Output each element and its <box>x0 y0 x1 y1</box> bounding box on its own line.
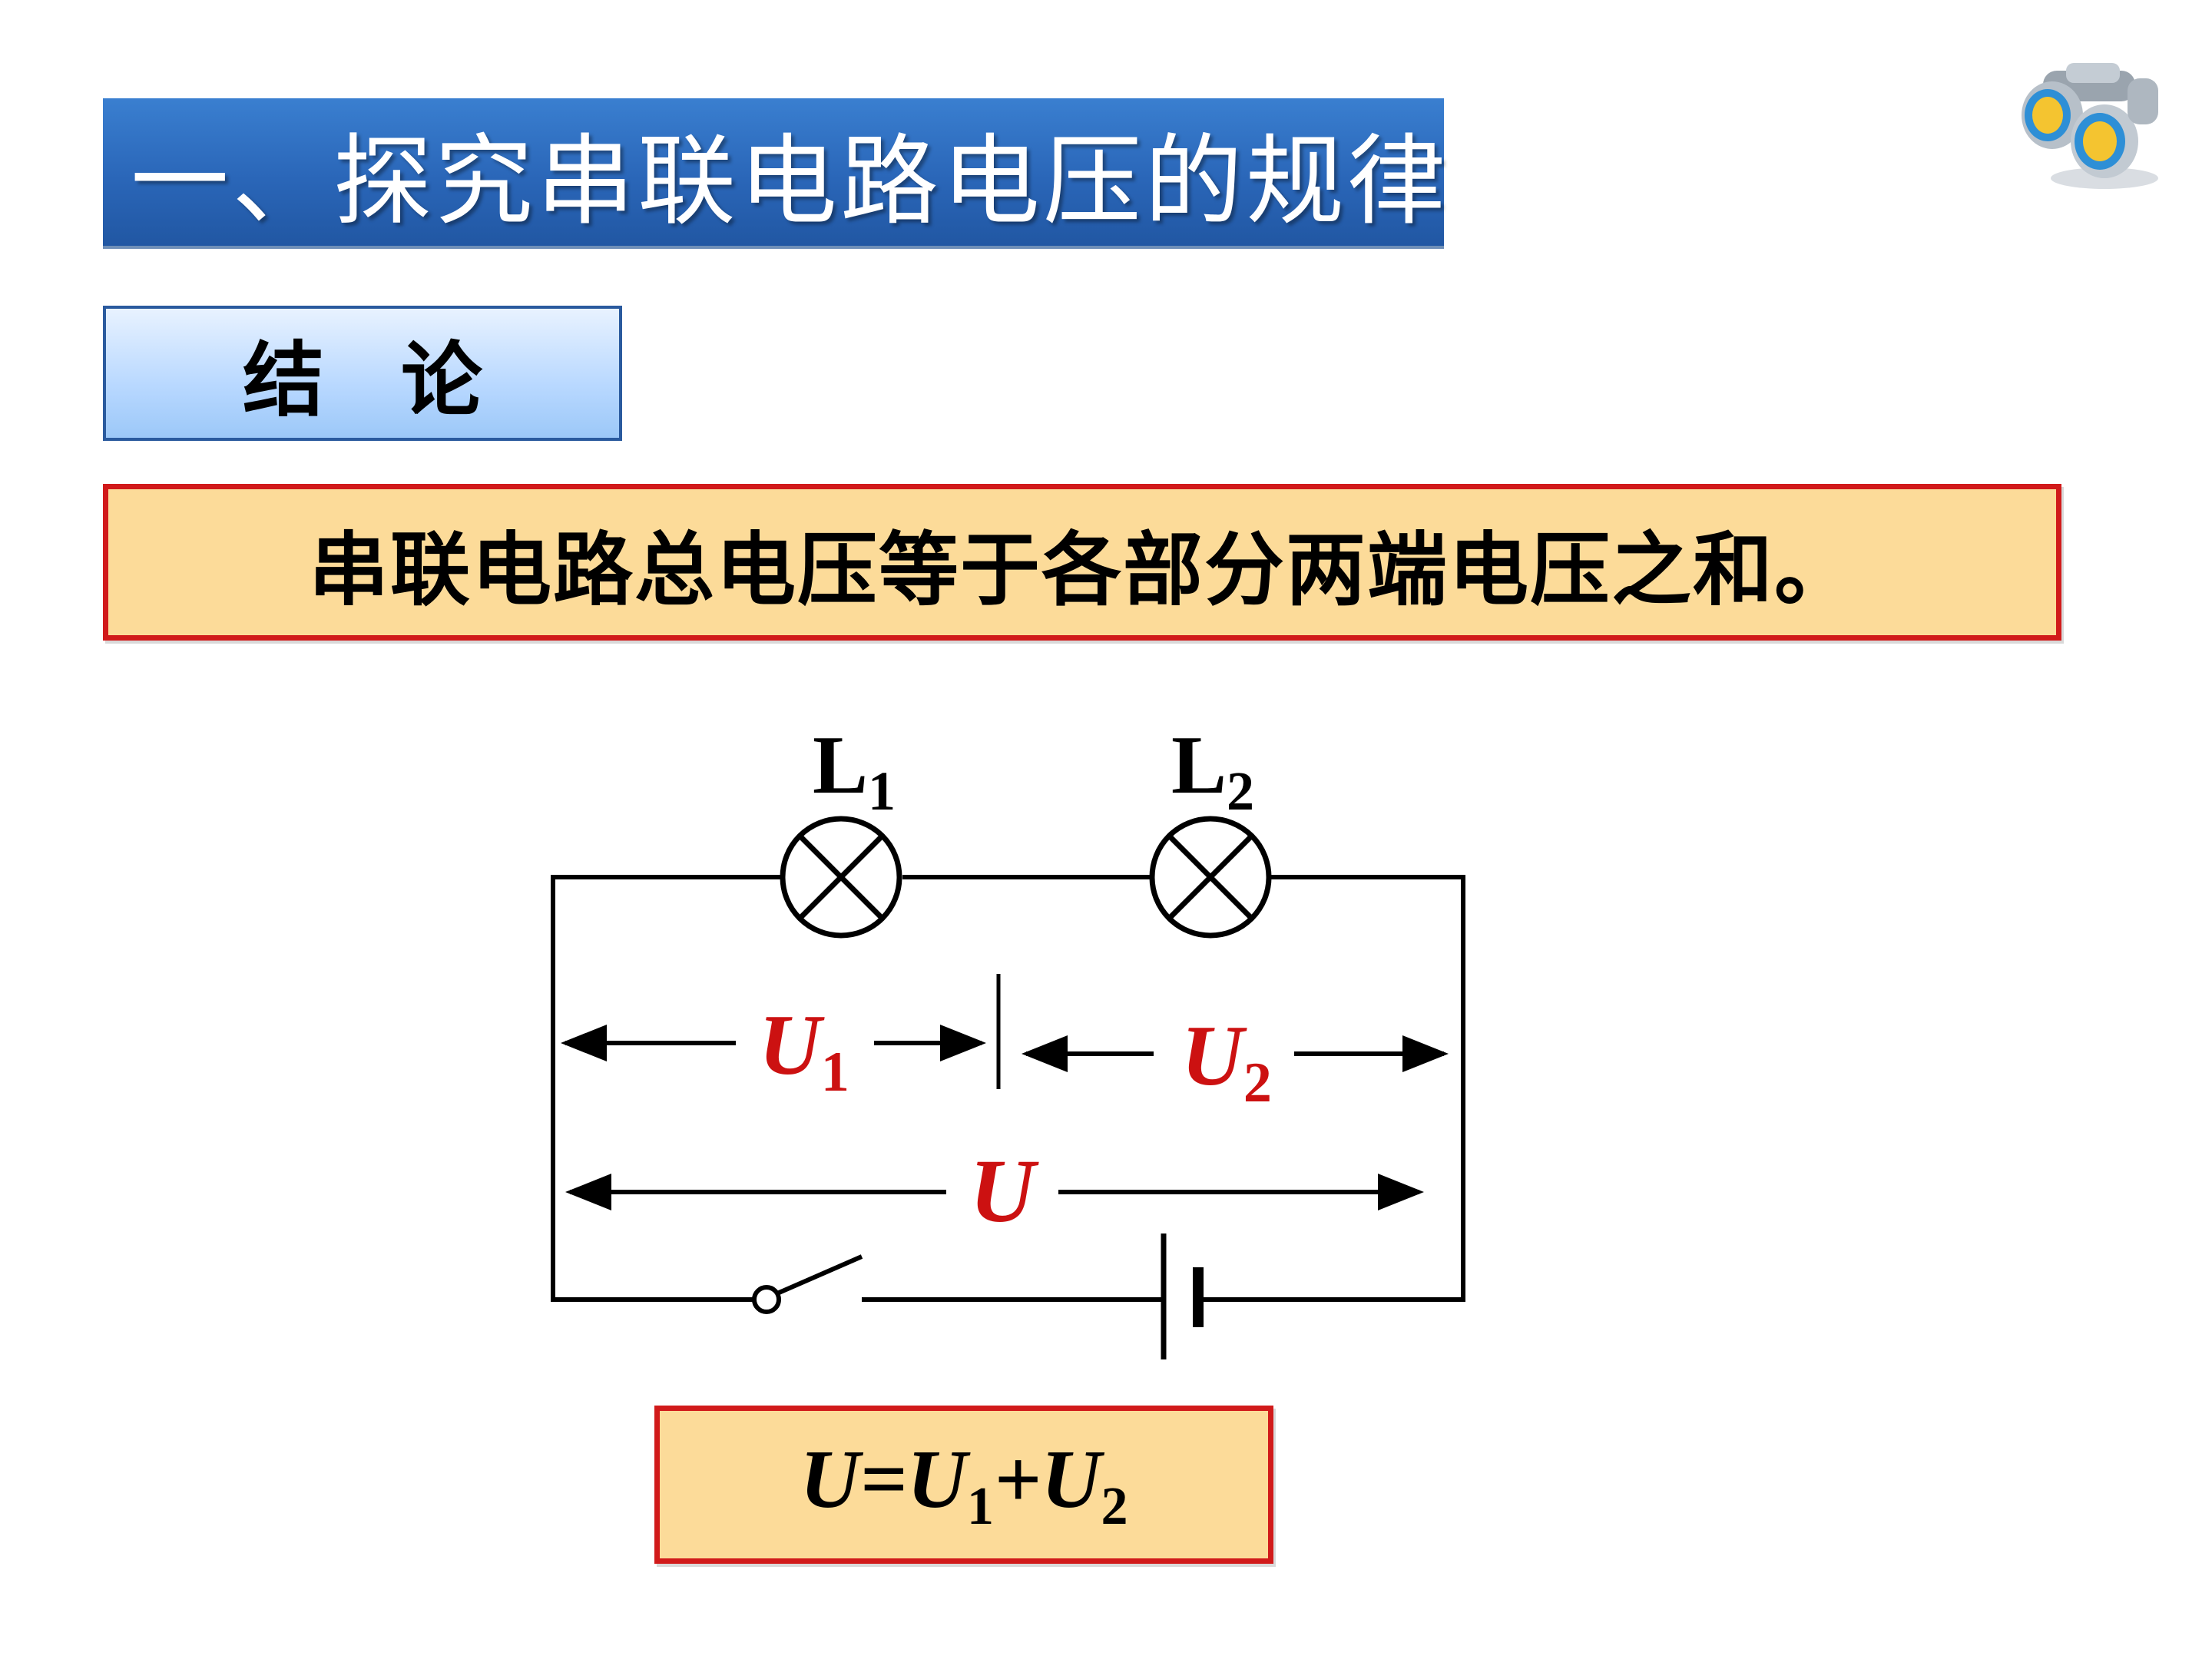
conclusion-statement-box: 串联电路总电压等于各部分两端电压之和。 <box>103 484 2061 641</box>
lamp-l1 <box>780 816 902 939</box>
binoculars-icon <box>2022 63 2158 189</box>
switch <box>752 1254 863 1314</box>
slide-title: 一、探究串联电路电压的规律 <box>131 124 1449 239</box>
lamp-l2 <box>1149 816 1272 939</box>
voltage-u-label: U <box>969 1141 1039 1241</box>
wire-top <box>551 875 841 1302</box>
conclusion-label: 结论 <box>243 332 559 428</box>
formula: U=U1+U2 <box>800 1433 1128 1536</box>
title-bar: 一、探究串联电路电压的规律 <box>103 98 1445 249</box>
conclusion-tag: 结论 <box>103 306 622 441</box>
battery <box>1161 1233 1204 1359</box>
voltage-u2-label: U2 <box>1181 1008 1272 1114</box>
formula-box: U=U1+U2 <box>654 1406 1273 1564</box>
wire-right <box>1198 875 1465 1302</box>
conclusion-statement: 串联电路总电压等于各部分两端电压之和。 <box>308 522 1856 617</box>
lamp-l1-label: L1 <box>813 720 896 822</box>
lamp-l2-label: L2 <box>1171 720 1254 822</box>
voltage-u1-label: U1 <box>759 998 849 1104</box>
